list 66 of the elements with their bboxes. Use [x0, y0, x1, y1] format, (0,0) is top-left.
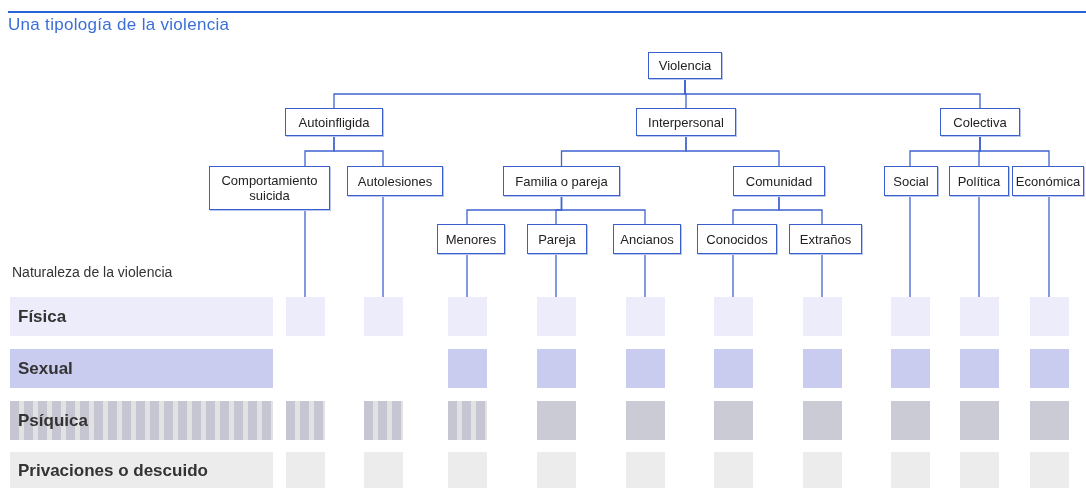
category-box: Pareja	[527, 224, 587, 254]
connector-line	[466, 253, 468, 298]
connector-line	[555, 253, 557, 298]
category-box: Colectiva	[940, 108, 1020, 136]
category-box: Comunidad	[733, 166, 825, 196]
matrix-square	[1030, 349, 1069, 388]
row-header-band: Privaciones o descuido	[10, 452, 273, 488]
row-header-band: Psíquica	[10, 401, 273, 440]
matrix-square	[537, 349, 576, 388]
matrix-square	[364, 297, 403, 336]
matrix-square	[960, 297, 999, 336]
category-box: Familia o pareja	[503, 166, 620, 196]
category-box: Económica	[1012, 166, 1084, 196]
connector-line	[560, 195, 646, 225]
matrix-square	[626, 349, 665, 388]
matrix-square	[803, 297, 842, 336]
connector-line	[978, 195, 980, 298]
category-box: Comportamiento suicida	[209, 166, 330, 210]
matrix-square	[960, 349, 999, 388]
matrix-square	[626, 401, 665, 440]
matrix-square	[1030, 297, 1069, 336]
matrix-square	[891, 401, 930, 440]
connector-line	[304, 209, 306, 298]
matrix-square	[1030, 401, 1069, 440]
category-box: Violencia	[648, 52, 722, 79]
connector-line	[685, 135, 780, 167]
matrix-square	[891, 297, 930, 336]
connector-line	[684, 78, 981, 109]
category-box: Política	[949, 166, 1009, 196]
matrix-square	[891, 349, 930, 388]
connector-line	[382, 195, 384, 298]
row-header-band: Sexual	[10, 349, 273, 388]
matrix-square	[714, 401, 753, 440]
row-axis-label: Naturaleza de la violencia	[12, 264, 173, 280]
connector-line	[1048, 195, 1050, 298]
matrix-square	[537, 297, 576, 336]
connector-line	[979, 135, 1050, 167]
category-box: Menores	[437, 224, 505, 254]
connector-line	[778, 195, 823, 225]
category-box: Social	[884, 166, 938, 196]
row-header-band: Física	[10, 297, 273, 336]
matrix-square	[286, 297, 325, 336]
connector-line	[644, 253, 646, 298]
matrix-square	[448, 297, 487, 336]
category-box: Conocidos	[697, 224, 777, 254]
connector-line	[732, 253, 734, 298]
category-box: Extraños	[789, 224, 862, 254]
matrix-square	[286, 401, 325, 440]
matrix-square	[537, 401, 576, 440]
diagram-title: Una tipología de la violencia	[8, 15, 230, 35]
connector-line	[333, 135, 384, 167]
matrix-square	[448, 349, 487, 388]
matrix-square	[960, 401, 999, 440]
category-box: Ancianos	[613, 224, 681, 254]
matrix-square	[803, 349, 842, 388]
matrix-square	[448, 401, 487, 440]
connector-line	[909, 195, 911, 298]
connector-line	[821, 253, 823, 298]
matrix-square	[364, 401, 403, 440]
matrix-square	[714, 297, 753, 336]
category-box: Autoinfligida	[285, 108, 383, 136]
matrix-square	[626, 297, 665, 336]
category-box: Interpersonal	[636, 108, 736, 136]
matrix-square	[714, 349, 753, 388]
matrix-square	[803, 401, 842, 440]
category-box: Autolesiones	[347, 166, 443, 196]
